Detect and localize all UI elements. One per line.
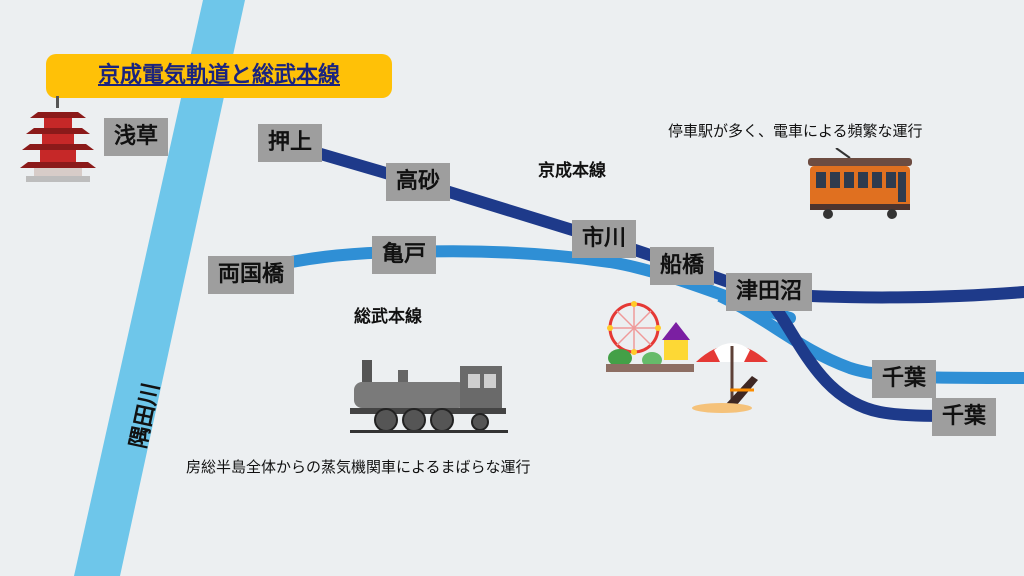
station-funabashi[interactable]: 船橋 [650,247,715,285]
map-title: 京成電気軌道と総武本線 [97,63,340,88]
station-chiba-sobu[interactable]: 千葉 [872,360,937,398]
station-oshiage[interactable]: 押上 [258,124,323,162]
sobu-line-label: 総武本線 [354,307,422,327]
keisei-note: 停車駅が多く、電車による頻繁な運行 [668,122,923,140]
sobu-line-chiba-branch [717,290,1024,384]
keisei-line-label: 京成本線 [538,161,606,181]
sobu-line [239,245,796,324]
station-asakusa[interactable]: 浅草 [104,118,169,156]
station-tsudanuma[interactable]: 津田沼 [726,273,813,311]
station-ryogoku[interactable]: 両国橋 [208,256,295,294]
amusement-park-icon [606,301,694,372]
steam-locomotive-icon [350,360,508,433]
keisei-line-chiba-branch [765,296,961,422]
station-ichikawa[interactable]: 市川 [572,220,637,258]
sobu-note: 房総半島全体からの蒸気機関車によるまばらな運行 [186,458,531,476]
sumida-river [74,0,245,576]
station-takasago[interactable]: 高砂 [386,163,451,201]
pagoda-icon [20,96,96,182]
tram-icon [808,148,912,219]
beach-umbrella-icon [692,343,768,413]
station-chiba-keisei[interactable]: 千葉 [932,398,997,436]
station-kameido[interactable]: 亀戸 [372,236,437,274]
title-banner: 京成電気軌道と総武本線 [46,54,392,98]
